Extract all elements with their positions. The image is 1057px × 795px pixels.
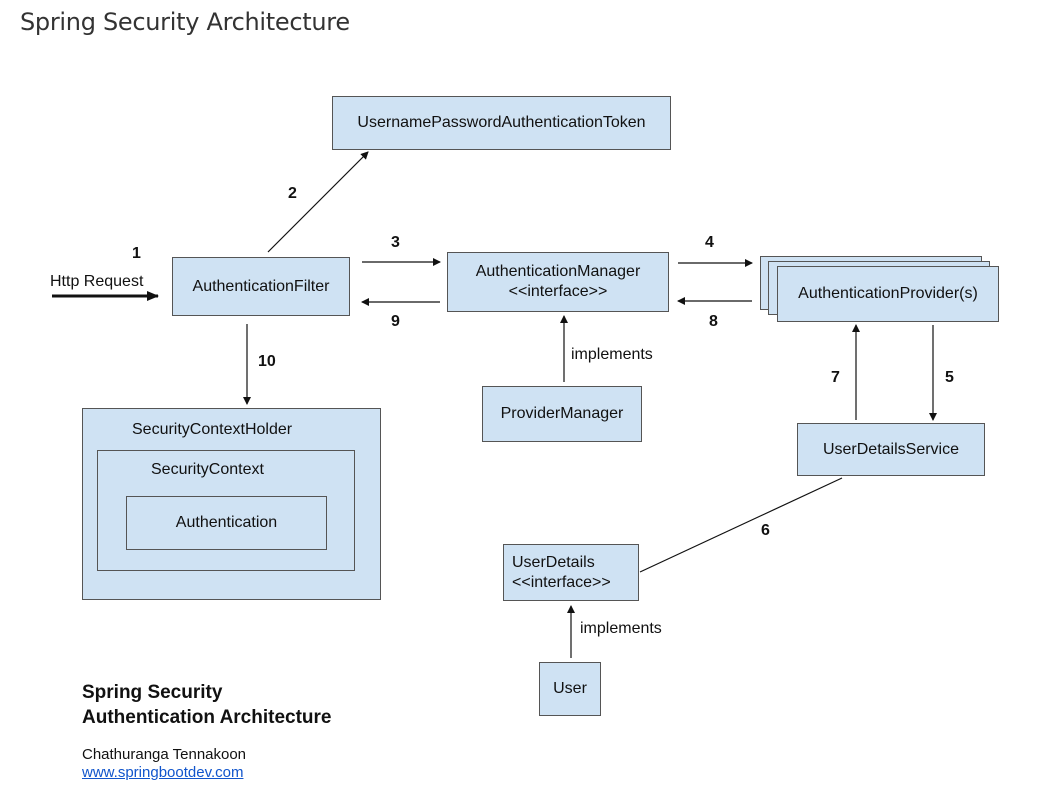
authentication-provider-label: AuthenticationProvider(s) xyxy=(798,285,978,302)
caption-line-2: Authentication Architecture xyxy=(82,707,332,728)
implements-label-userdetails: implements xyxy=(580,620,662,637)
user-details-service-label: UserDetailsService xyxy=(822,440,960,458)
user-details-service-box: UserDetailsService xyxy=(797,423,985,476)
security-context-holder-label: SecurityContextHolder xyxy=(132,421,293,438)
author-block: Chathuranga Tennakoon www.springbootdev.… xyxy=(82,746,246,782)
authentication-provider-box: AuthenticationProvider(s) xyxy=(777,266,999,322)
provider-manager-box: ProviderManager xyxy=(482,386,642,442)
token-box: UsernamePasswordAuthenticationToken xyxy=(332,96,671,150)
step-2-label: 2 xyxy=(288,185,297,202)
authentication-box: Authentication xyxy=(126,496,327,550)
implements-label-manager: implements xyxy=(571,346,653,363)
user-box: User xyxy=(539,662,601,716)
line-6 xyxy=(639,477,843,573)
authentication-filter-box: AuthenticationFilter xyxy=(172,257,350,316)
step-3-label: 3 xyxy=(391,234,400,251)
user-details-box: UserDetails <<interface>> xyxy=(503,544,639,601)
page-title: Spring Security Architecture xyxy=(20,8,350,36)
authentication-filter-label: AuthenticationFilter xyxy=(192,277,330,295)
step-9-label: 9 xyxy=(391,313,400,330)
security-context-label: SecurityContext xyxy=(151,461,264,478)
http-request-label: Http Request xyxy=(50,273,144,290)
step-8-label: 8 xyxy=(709,313,718,330)
user-details-label: UserDetails xyxy=(512,553,595,571)
token-label: UsernamePasswordAuthenticationToken xyxy=(357,114,646,131)
authentication-manager-box: AuthenticationManager <<interface>> xyxy=(447,252,669,312)
user-label: User xyxy=(553,680,587,697)
caption-line-1: Spring Security xyxy=(82,682,223,703)
provider-manager-label: ProviderManager xyxy=(500,405,624,422)
authentication-label: Authentication xyxy=(175,514,278,531)
step-1-label: 1 xyxy=(132,245,141,262)
authentication-manager-label: AuthenticationManager xyxy=(475,263,641,280)
step-4-label: 4 xyxy=(705,234,714,251)
step-6-label: 6 xyxy=(761,522,770,539)
authentication-manager-interface-label: <<interface>> xyxy=(508,283,608,300)
author-name: Chathuranga Tennakoon xyxy=(82,746,247,763)
user-details-interface-label: <<interface>> xyxy=(512,573,611,591)
step-5-label: 5 xyxy=(945,369,954,386)
arrow-2 xyxy=(267,151,369,253)
step-10-label: 10 xyxy=(258,353,276,370)
website-link[interactable]: www.springbootdev.com xyxy=(82,764,244,781)
step-7-label: 7 xyxy=(831,369,840,386)
diagram-caption: Spring Security Authentication Architect… xyxy=(82,680,332,730)
